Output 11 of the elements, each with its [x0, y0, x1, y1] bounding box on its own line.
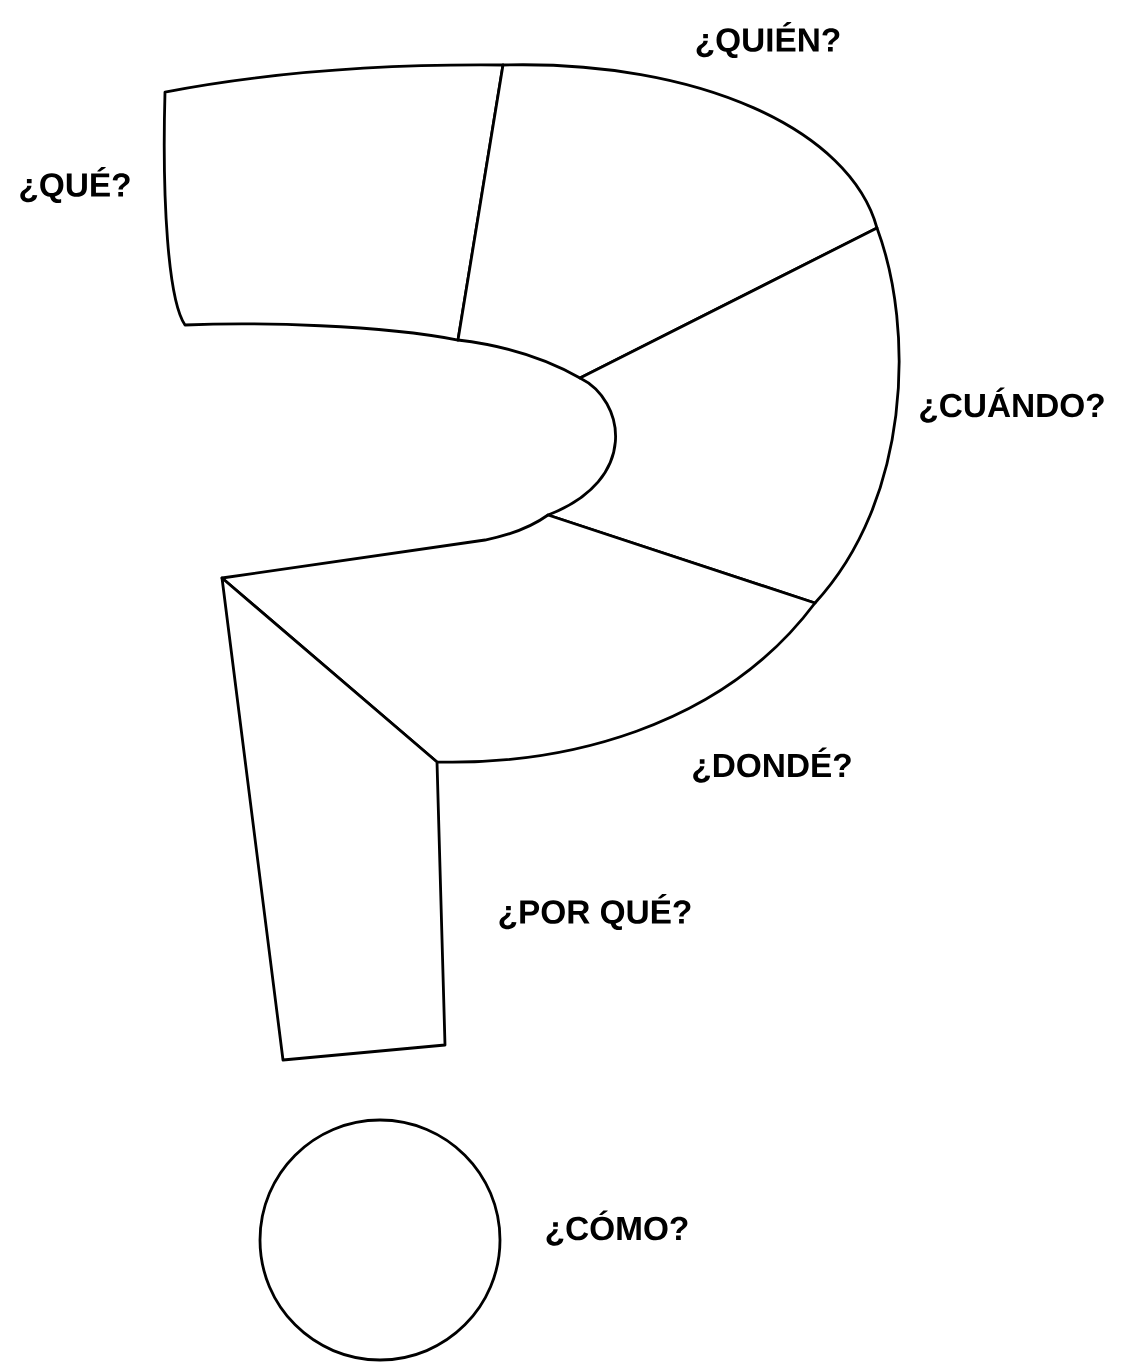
question-label: ¿QUIÉN?: [696, 21, 840, 59]
question-label: ¿CÓMO?: [546, 1210, 688, 1246]
question-mark-segment: [220, 576, 447, 1062]
question-label: ¿CUÁNDO?: [920, 387, 1104, 423]
question-mark-segment: [546, 226, 901, 605]
question-mark-segment: [456, 63, 879, 380]
question-label: ¿POR QUÉ?: [499, 893, 691, 931]
question-mark-segment: [162, 63, 505, 342]
question-mark-segment: [258, 1118, 502, 1362]
question-label: ¿QUÉ?: [20, 166, 130, 204]
question-label: ¿DONDÉ?: [693, 747, 851, 783]
